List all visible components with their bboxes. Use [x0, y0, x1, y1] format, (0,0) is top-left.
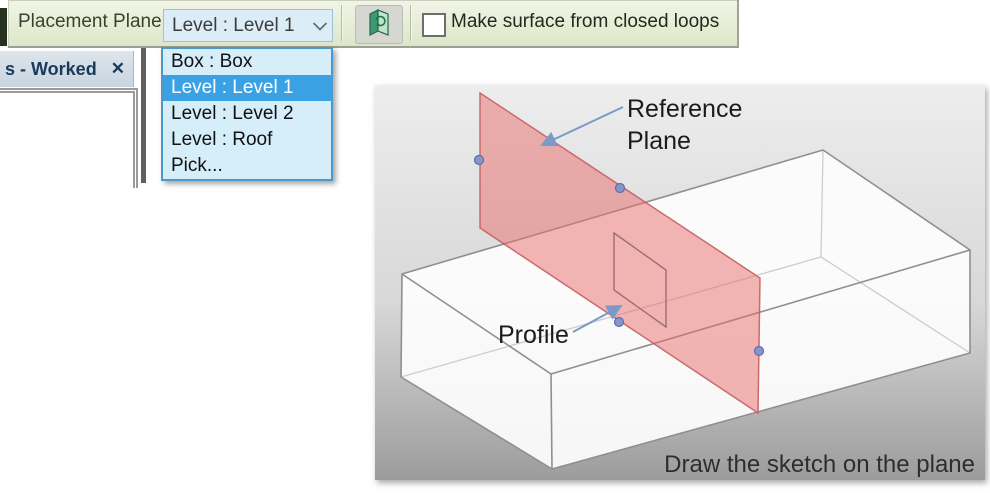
profile-rect — [613, 231, 667, 329]
reference-plane-label-line1: Reference — [627, 95, 742, 123]
toolbar-separator — [341, 5, 342, 41]
annotation-arrows — [540, 106, 624, 333]
dropdown-item[interactable]: Level : Level 2 — [171, 103, 294, 124]
handle-dot — [473, 154, 485, 166]
close-tab-icon[interactable]: ✕ — [110, 59, 125, 78]
left-edge-fragment — [0, 8, 7, 46]
profile-arrow — [572, 305, 623, 333]
combobox-value: Level : Level 1 — [172, 14, 295, 36]
make-surface-label: Make surface from closed loops — [451, 11, 720, 32]
reference-plane-shape — [480, 93, 760, 413]
show-viewer-button[interactable] — [355, 5, 403, 44]
toolbar-separator — [410, 5, 411, 41]
options-toolbar: Placement Plane: Level : Level 1 Make su… — [8, 0, 739, 48]
chevron-down-icon — [308, 21, 332, 31]
view-tab-title: s - Worked — [5, 58, 97, 79]
placement-plane-dropdown-list: Box : Box Level : Level 1 Level : Level … — [161, 47, 333, 181]
reference-plane-arrow — [540, 106, 624, 147]
make-surface-checkbox[interactable] — [422, 13, 446, 37]
drawing-canvas-corner — [0, 88, 138, 188]
model-box-hidden-edges — [400, 149, 971, 378]
panel-divider — [141, 48, 146, 183]
reference-plane-illustration: Reference Plane Profile Draw the sketch … — [375, 85, 985, 480]
caption-label: Draw the sketch on the plane — [664, 451, 975, 478]
view-tab-worked[interactable]: s - Worked ✕ — [0, 51, 134, 87]
model-box-edges — [400, 149, 971, 470]
dropdown-item[interactable]: Level : Roof — [171, 129, 273, 150]
dropdown-item[interactable]: Pick... — [171, 155, 223, 176]
handle-dot — [613, 316, 625, 328]
viewer-cube-icon — [367, 8, 391, 41]
placement-plane-combobox[interactable]: Level : Level 1 — [163, 9, 333, 42]
reference-plane-label-line2: Plane — [627, 127, 691, 155]
plane-handles — [473, 154, 765, 357]
placement-plane-label: Placement Plane: — [18, 11, 167, 32]
dropdown-item[interactable]: Level : Level 1 — [163, 75, 331, 101]
dropdown-item[interactable]: Box : Box — [171, 51, 253, 72]
handle-dot — [753, 345, 765, 357]
reference-plane-outline — [479, 91, 761, 415]
handle-dot — [614, 182, 626, 194]
profile-label: Profile — [498, 321, 569, 349]
